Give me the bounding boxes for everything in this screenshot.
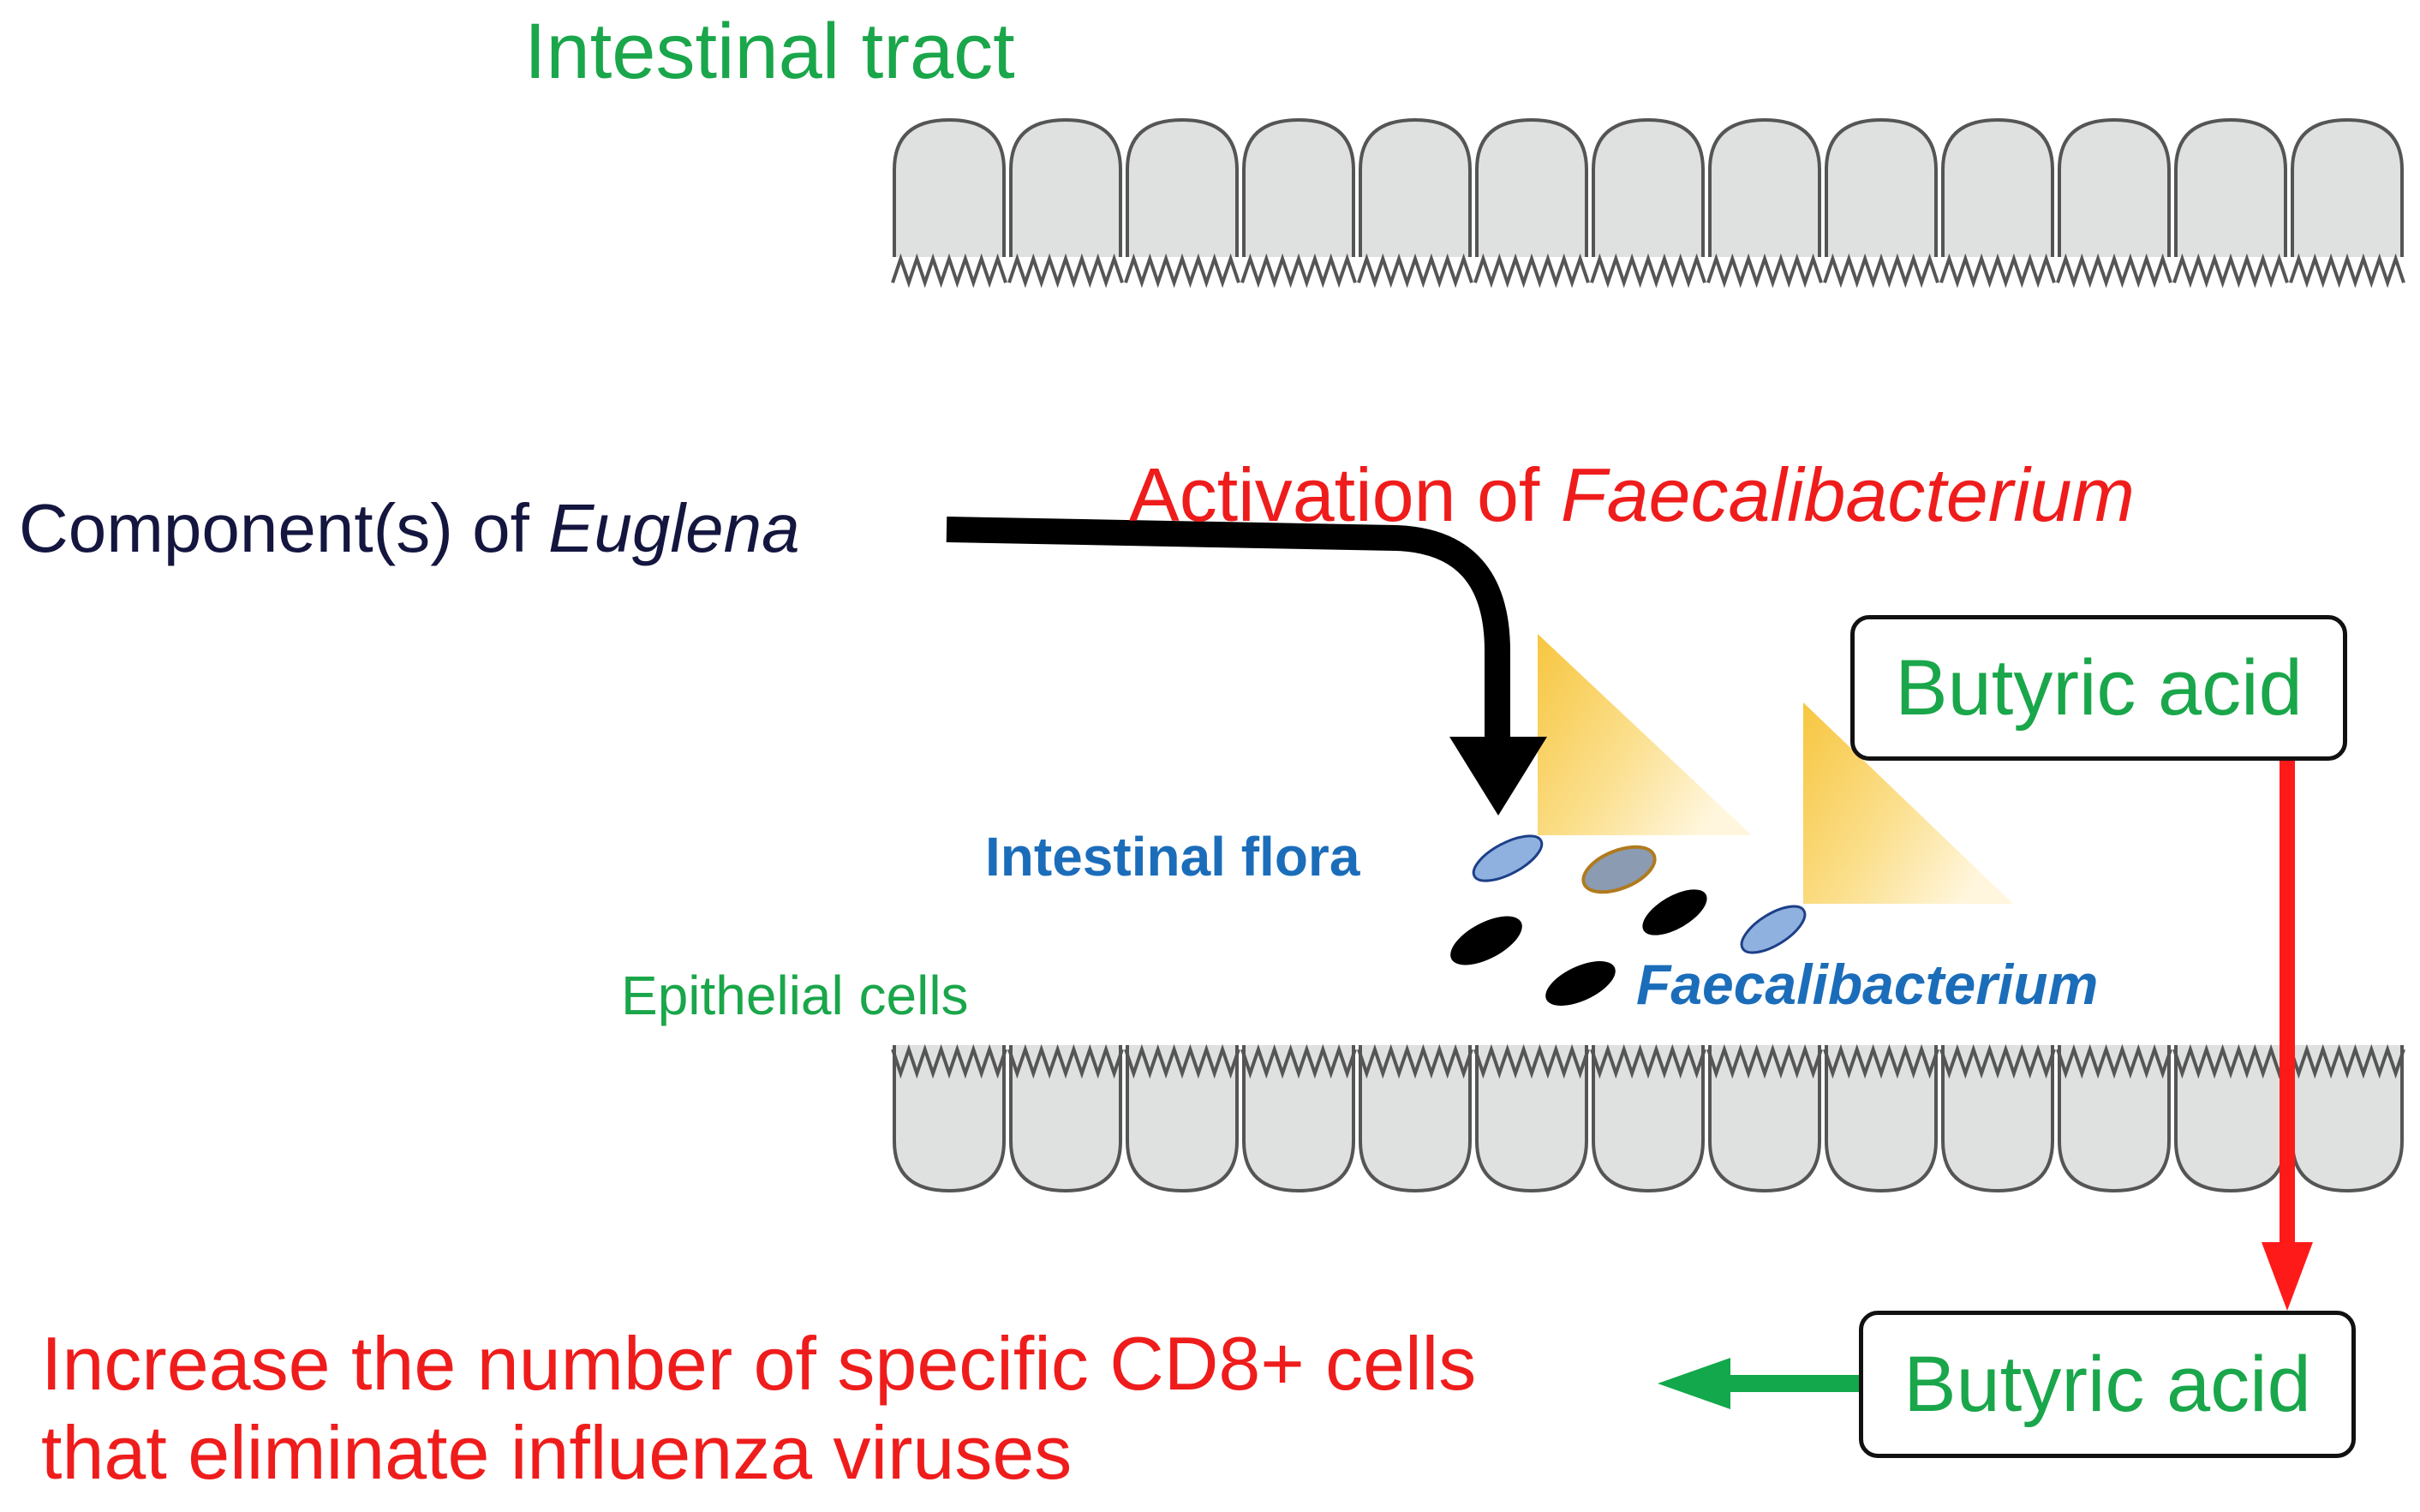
bottom-cell-villi bbox=[1590, 1043, 1706, 1079]
bacterium-faecali bbox=[1740, 905, 1807, 954]
euglena-label-prefix: Component(s) of bbox=[19, 490, 549, 566]
bottom-cell-villi bbox=[1939, 1043, 2056, 1079]
cd8-outcome-text: Increase the number of specific CD8+ cel… bbox=[41, 1319, 1476, 1497]
bacterium-black-1 bbox=[1642, 889, 1707, 935]
top-epithelial-layer bbox=[893, 117, 2404, 257]
top-cell-villi bbox=[1823, 253, 1939, 289]
bottom-cell bbox=[2174, 1045, 2287, 1193]
top-cell-villi bbox=[1473, 253, 1590, 289]
top-microvilli bbox=[891, 253, 2405, 289]
faecalibacterium-label: Faecalibacterium bbox=[1636, 953, 2099, 1016]
bottom-cell-villi bbox=[2289, 1043, 2405, 1079]
activation-label: Activation of Faecalibacterium bbox=[1129, 457, 2135, 533]
bottom-cell-villi bbox=[1823, 1043, 1939, 1079]
butyric-acid-bottom-text: Butyric acid bbox=[1903, 1340, 2311, 1428]
intestinal-flora-label: Intestinal flora bbox=[985, 826, 1360, 887]
top-cell bbox=[2058, 117, 2171, 257]
euglena-label-italic: Euglena bbox=[548, 490, 800, 566]
outcome-line-2: that eliminate influenza viruses bbox=[41, 1409, 1073, 1495]
bottom-cell-villi bbox=[2172, 1043, 2289, 1079]
bottom-cell bbox=[1708, 1045, 1821, 1193]
top-cell-villi bbox=[1706, 253, 1823, 289]
bottom-cell-villi bbox=[1357, 1043, 1473, 1079]
activation-label-italic: Faecalibacterium bbox=[1560, 452, 2135, 537]
top-cell bbox=[1825, 117, 1938, 257]
bacterium-blue-1 bbox=[1472, 834, 1544, 882]
top-cell bbox=[1009, 117, 1122, 257]
top-cell-villi bbox=[1357, 253, 1473, 289]
bottom-cell bbox=[1009, 1045, 1122, 1193]
top-cell bbox=[1708, 117, 1821, 257]
top-cell bbox=[893, 117, 1006, 257]
bottom-cell-villi bbox=[1240, 1043, 1357, 1079]
bottom-cell bbox=[893, 1045, 1006, 1193]
top-cell bbox=[2291, 117, 2404, 257]
intestinal-tract-title: Intestinal tract bbox=[524, 8, 1015, 95]
top-cell-villi bbox=[2289, 253, 2405, 289]
bottom-cell bbox=[1825, 1045, 1938, 1193]
bottom-microvilli bbox=[891, 1043, 2405, 1079]
bottom-cell bbox=[1475, 1045, 1588, 1193]
butyric-acid-top-text: Butyric acid bbox=[1895, 643, 2303, 732]
euglena-arrow-shaft bbox=[946, 517, 1510, 741]
epithelial-cells-label: Epithelial cells bbox=[621, 965, 969, 1026]
outcome-line-1: Increase the number of specific CD8+ cel… bbox=[41, 1321, 1477, 1406]
bottom-cell-villi bbox=[1007, 1043, 1124, 1079]
top-cell bbox=[1475, 117, 1588, 257]
activation-label-prefix: Activation of bbox=[1129, 452, 1561, 537]
bottom-cell-villi bbox=[891, 1043, 1007, 1079]
bottom-cell-villi bbox=[1473, 1043, 1590, 1079]
bottom-cell bbox=[1359, 1045, 1472, 1193]
top-cell-villi bbox=[2172, 253, 2289, 289]
bottom-cell-villi bbox=[1706, 1043, 1823, 1079]
butyric-acid-box-bottom: Butyric acid bbox=[1859, 1311, 2356, 1458]
bottom-cell bbox=[2291, 1045, 2404, 1193]
top-cell-villi bbox=[1590, 253, 1706, 289]
top-cell bbox=[1242, 117, 1355, 257]
bacterium-black-2 bbox=[1450, 916, 1522, 965]
top-cell-villi bbox=[1124, 253, 1240, 289]
euglena-component-label: Component(s) of Euglena bbox=[19, 494, 800, 563]
top-cell bbox=[1592, 117, 1705, 257]
top-cell bbox=[1126, 117, 1239, 257]
top-cell-villi bbox=[2056, 253, 2172, 289]
bottom-cell bbox=[1242, 1045, 1355, 1193]
bottom-cell bbox=[1126, 1045, 1239, 1193]
bottom-cell bbox=[1592, 1045, 1705, 1193]
red-arrowhead bbox=[2262, 1242, 2313, 1311]
bottom-cell-villi bbox=[2056, 1043, 2172, 1079]
bottom-cell bbox=[2058, 1045, 2171, 1193]
top-cell-villi bbox=[1939, 253, 2056, 289]
euglena-arrowhead bbox=[1449, 737, 1547, 816]
bacterium-black-3 bbox=[1545, 961, 1616, 1006]
top-cell bbox=[2174, 117, 2287, 257]
butyric-acid-box-top: Butyric acid bbox=[1850, 615, 2347, 761]
bacterium-gray-1 bbox=[1581, 845, 1657, 894]
top-cell bbox=[1359, 117, 1472, 257]
bottom-cell bbox=[1941, 1045, 2054, 1193]
bottom-epithelial-layer bbox=[893, 1045, 2404, 1193]
green-arrowhead bbox=[1658, 1358, 1730, 1409]
top-cell-villi bbox=[891, 253, 1007, 289]
top-cell bbox=[1941, 117, 2054, 257]
top-cell-villi bbox=[1240, 253, 1357, 289]
bottom-cell-villi bbox=[1124, 1043, 1240, 1079]
top-cell-villi bbox=[1007, 253, 1124, 289]
activation-cone-left bbox=[1538, 634, 1752, 835]
